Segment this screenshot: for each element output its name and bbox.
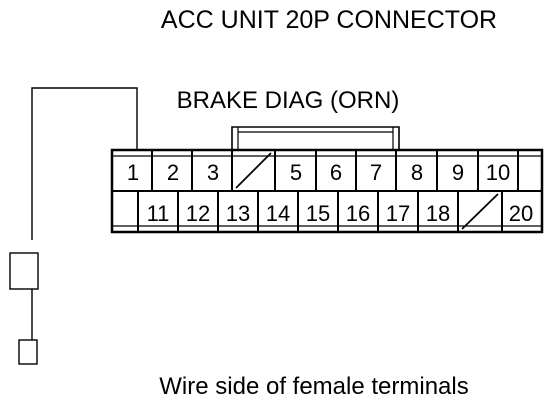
pin-label: 5 [290,160,302,185]
pin-label: 11 [147,201,170,226]
bottom-row-pins: 11 12 13 14 15 16 17 18 20 [147,201,534,226]
connector-symbol-male [9,252,39,290]
top-row-dividers [151,150,519,191]
connector-lock-tab [231,126,400,150]
diagram-title: ACC UNIT 20P CONNECTOR [161,6,497,34]
pin-label: 18 [426,201,450,226]
pin-label: 10 [486,160,510,185]
pin-label: 7 [370,160,382,185]
pin-label: 3 [207,160,219,185]
pin-label: 14 [266,201,290,226]
footer-caption: Wire side of female terminals [159,373,468,400]
pin-label: 12 [186,201,210,226]
pin-label: 13 [226,201,250,226]
pin-label: 20 [509,201,533,226]
connector-symbol-female [18,339,38,365]
pin-label: 8 [411,160,423,185]
blank-cavity-mark-top [235,152,272,189]
pin-label: 9 [452,160,464,185]
wire-label: BRAKE DIAG (ORN) [177,87,400,114]
pin-label: 17 [386,201,410,226]
pin-label: 6 [330,160,342,185]
top-row-pins: 1 2 3 5 6 7 8 9 10 [127,160,510,185]
pin-label: 2 [167,160,179,185]
pin-label: 16 [346,201,370,226]
pin-label: 15 [306,201,330,226]
blank-cavity-mark-bottom [461,193,499,230]
bottom-row-dividers [137,191,503,232]
pin-label: 1 [127,160,139,185]
brake-diag-wire [31,87,138,240]
